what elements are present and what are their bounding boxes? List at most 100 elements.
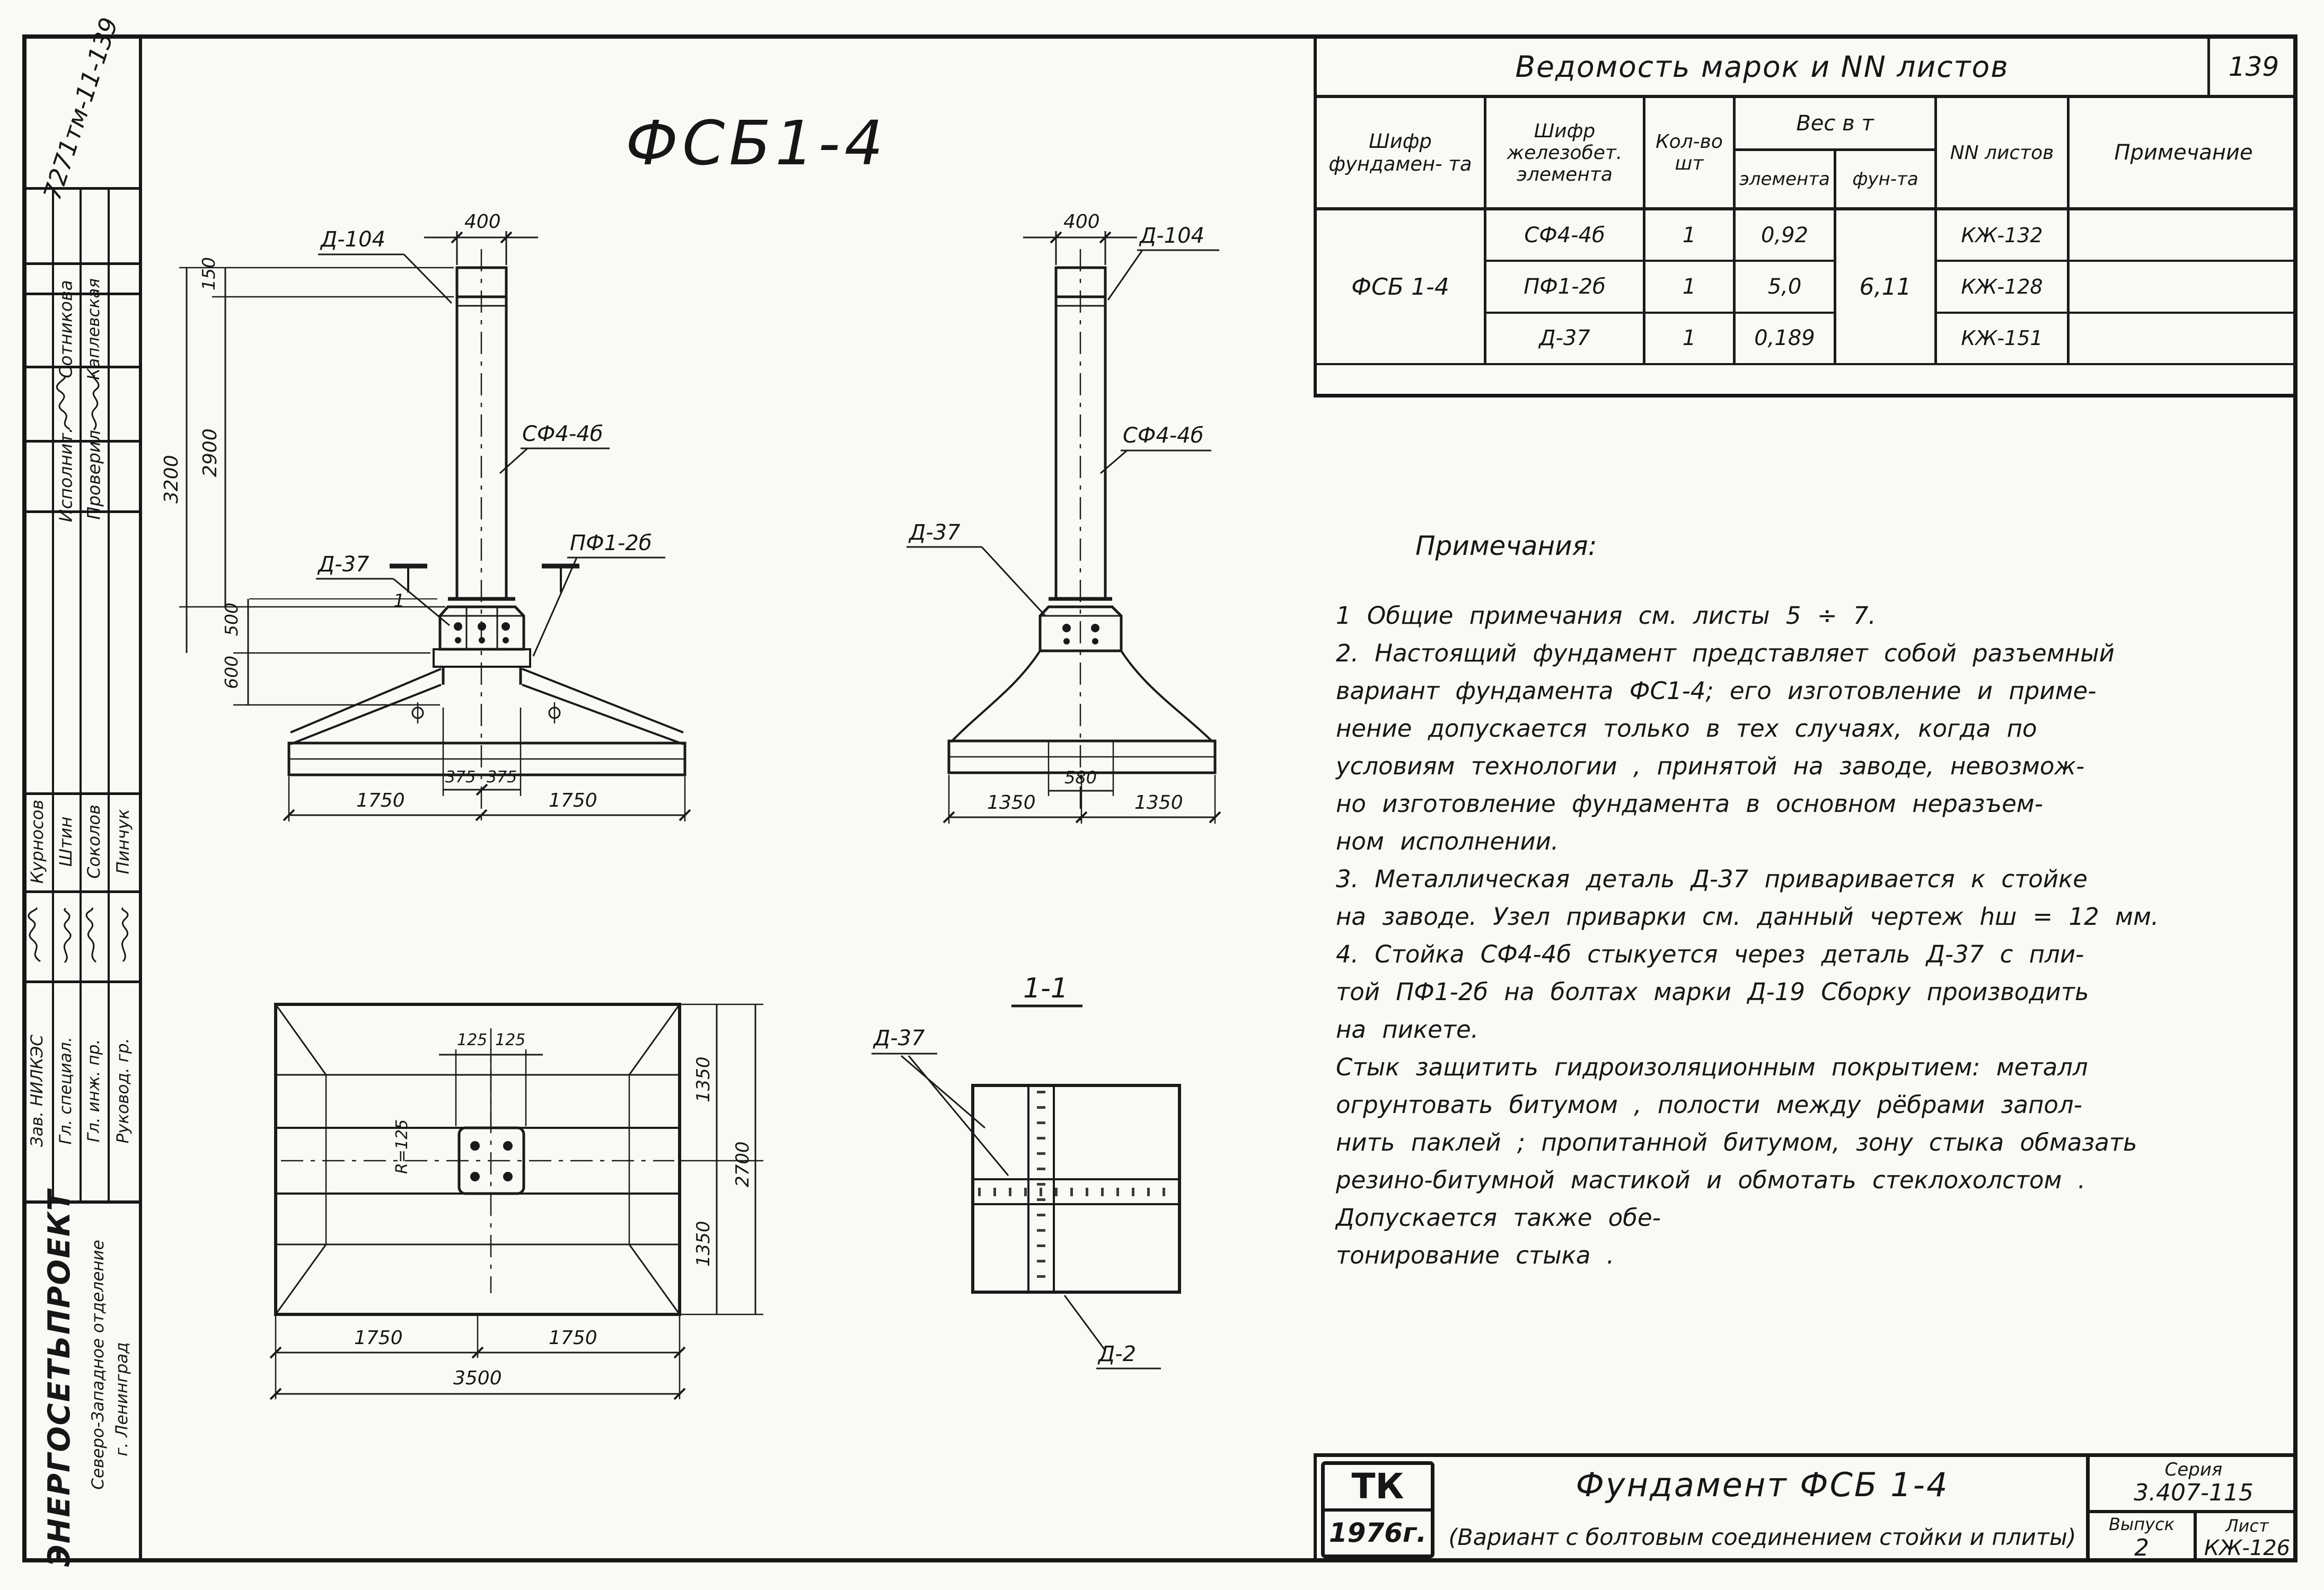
- notes-heading: Примечания:: [1415, 531, 1597, 561]
- org-code-box: ТК 1976г.: [1317, 1457, 1439, 1562]
- note-line: тонирование стыка .: [1336, 1241, 1615, 1269]
- dim-3200: 3200: [161, 455, 182, 504]
- dim-1750: 1750: [549, 790, 597, 811]
- org-code: ТК: [1325, 1465, 1431, 1512]
- row-weight: 0,189: [1754, 326, 1815, 351]
- dim-580: 580: [1064, 767, 1097, 788]
- dim-150: 150: [198, 257, 219, 290]
- part-d2-label: Д-2: [1097, 1342, 1136, 1366]
- part-d37-label: Д-37: [317, 552, 369, 577]
- col-foundation: Шифр фундамен- та: [1317, 98, 1486, 207]
- marks-table: Ведомость марок и NN листов 139 Шифр фун…: [1314, 39, 2297, 398]
- stamp-name: Соколов: [84, 805, 104, 879]
- stamp-role: Гл. специал.: [56, 1037, 75, 1145]
- note-line: 1 Общие примечания см. листы 5 ÷ 7.: [1336, 602, 1876, 630]
- year: 1976г.: [1328, 1517, 1427, 1549]
- signature: [83, 374, 104, 432]
- note-line: вариант фундамента ФС1-4; его изготовлен…: [1336, 677, 2097, 705]
- note-line: резино-битумной мастикой и обмотать стек…: [1336, 1166, 2086, 1194]
- series-label: Серия: [2164, 1459, 2223, 1480]
- stamp-name: Пинчук: [113, 809, 133, 874]
- sheet-value: КЖ-126: [2204, 1535, 2291, 1560]
- dim-125: 125: [495, 1031, 525, 1049]
- organization-city: г. Ленинград: [112, 1342, 131, 1456]
- dim-600: 600: [221, 656, 242, 689]
- sheet-title: ФСБ1-4: [626, 108, 887, 179]
- sheet-label: Лист: [2225, 1515, 2269, 1536]
- stamp-divider: [139, 34, 142, 1562]
- side-elevation: 400 Д-104 СФ4-4б Д-37: [906, 211, 1221, 824]
- stamp-name: Сотникова: [55, 280, 76, 378]
- dim-400: 400: [1063, 211, 1100, 233]
- stamp-role: Зав. НИЛКЭС: [28, 1035, 47, 1147]
- row-element: СФ4-4б: [1486, 210, 1645, 260]
- dim-1750: 1750: [549, 1327, 597, 1349]
- row-weight: 0,92: [1760, 223, 1809, 248]
- total-weight: 6,11: [1836, 210, 1937, 363]
- stamp-role: Гл. инж. пр.: [84, 1039, 103, 1143]
- dim-1350: 1350: [987, 792, 1036, 814]
- cut-mark-label: 1: [393, 590, 405, 612]
- dim-3500: 3500: [453, 1367, 502, 1389]
- part-plate-label: ПФ1-2б: [570, 531, 652, 555]
- part-d104-label: Д-104: [320, 227, 385, 252]
- stamp-name: Штин: [56, 816, 76, 867]
- col-sheets: NN листов: [1937, 98, 2070, 207]
- section-title: 1-1: [1023, 973, 1068, 1004]
- dim-375: 375: [487, 768, 517, 787]
- section-1-1: 1-1 Д-37 Д-2: [872, 973, 1181, 1370]
- col-weight-foundation: фун-та: [1852, 169, 1918, 190]
- stamp-name: Каплевская: [84, 278, 103, 380]
- note-line: ном исполнении.: [1336, 827, 1559, 855]
- organization-name: ЭНЕРГОСЕТЬПРОЕКТ: [42, 1189, 77, 1567]
- signature: [55, 906, 76, 965]
- dim-1750: 1750: [354, 1327, 403, 1349]
- issue-value: 2: [2134, 1534, 2149, 1561]
- col-weight: Вес в т: [1736, 98, 1934, 151]
- note-line: 3. Металлическая деталь Д-37 приваривает…: [1336, 865, 2088, 893]
- part-stand-label: СФ4-4б: [1123, 423, 1203, 448]
- row-qty: 1: [1645, 262, 1736, 312]
- notes-block: Примечания: 1 Общие примечания см. листы…: [1336, 527, 2290, 1274]
- col-element: Шифр железобет. элемента: [1486, 98, 1645, 207]
- signature: [83, 906, 104, 965]
- dim-1750: 1750: [356, 790, 405, 811]
- part-stand-label: СФ4-4б: [522, 422, 603, 446]
- row-qty: 1: [1645, 210, 1736, 260]
- col-note: Примечание: [2114, 140, 2253, 165]
- stamp-role: Проверил: [83, 430, 104, 520]
- dim-1350: 1350: [693, 1056, 714, 1102]
- note-line: огрунтовать битумом , полости между рёбр…: [1336, 1091, 2082, 1119]
- dim-1350: 1350: [1134, 792, 1183, 814]
- col-weight-element: элемента: [1736, 151, 1836, 207]
- dim-2900: 2900: [199, 428, 221, 477]
- dim-375: 375: [445, 768, 476, 787]
- plan-radius: R=125: [393, 1119, 411, 1174]
- drawing-canvas: ФСБ1-4 ​ 400 Д-104: [161, 108, 1221, 1400]
- title-block: ТК 1976г. Фундамент ФСБ 1-4 (Вариант с б…: [1314, 1453, 2297, 1562]
- dim-2700: 2700: [732, 1141, 753, 1187]
- sheet-corner-number: 139: [2207, 39, 2297, 95]
- stamp-role: Исполнит.: [55, 427, 76, 523]
- part-d104-label: Д-104: [1139, 224, 1204, 248]
- front-elevation: ​ 400 Д-104 150 2900 3200 СФ4-4б: [161, 211, 691, 824]
- dim-500: 500: [221, 603, 242, 636]
- organization-branch: Северо-Западное отделение: [89, 1240, 108, 1490]
- series-value: 3.407-115: [2134, 1479, 2253, 1506]
- issue-label: Выпуск: [2109, 1514, 2175, 1534]
- note-line: 4. Стойка СФ4-4б стыкуется через деталь …: [1336, 940, 2084, 968]
- row-sheet: КЖ-151: [1961, 326, 2043, 350]
- col-qty: Кол-во шт: [1645, 98, 1736, 207]
- part-d37-label: Д-37: [873, 1026, 925, 1050]
- row-element: ПФ1-2б: [1486, 262, 1645, 312]
- row-element: Д-37: [1486, 313, 1645, 363]
- note-line: нение допускается только в тех случаях, …: [1336, 714, 2037, 743]
- drawing-title: Фундамент ФСБ 1-4: [1575, 1465, 1949, 1504]
- note-line: Стык защитить гидроизоляционным покрытие…: [1336, 1053, 2088, 1081]
- note-line: той ПФ1-2б на болтах марки Д-19 Сборку п…: [1336, 978, 2089, 1006]
- note-line: нить паклей ; пропитанной битумом, зону …: [1336, 1128, 2137, 1156]
- note-line: на пикете.: [1336, 1015, 1479, 1044]
- row-sheet: КЖ-132: [1937, 210, 2067, 262]
- note-line: 2. Настоящий фундамент представляет собо…: [1336, 639, 2115, 667]
- row-weight: 5,0: [1767, 274, 1802, 299]
